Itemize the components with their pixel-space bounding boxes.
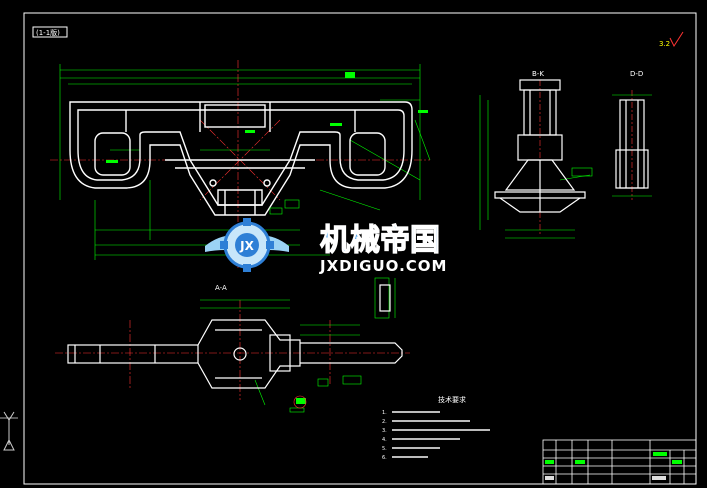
section-a-label: A-A [215,284,227,292]
gear-logo-icon: JX [205,218,289,272]
watermark: JX 机械帝国 JXDIGUO.COM [205,218,447,275]
section-a-view: A-A [55,277,410,413]
note-line: 2. [382,419,387,425]
left-marker-icon [3,411,15,451]
drawing-tag: (1-1版) [36,28,60,37]
note-line: 1. [382,410,387,416]
note-line: 5. [382,446,387,452]
front-view-outline [69,101,413,216]
watermark-cn: 机械帝国 [320,223,440,258]
note-line: 3. [382,428,387,434]
technical-notes: 技术要求 1. 2. 3. 4. 5. 6. [382,395,490,461]
drawing-frame [0,12,697,485]
section-b-view: B-K [479,70,593,239]
section-b-label: B-K [532,70,544,78]
title-block [542,439,697,485]
watermark-en: JXDIGUO.COM [319,257,447,275]
roughness-symbol-icon: 3.2 [659,31,684,48]
note-line: 6. [382,455,387,461]
badge-text: JX [239,239,254,253]
section-d-view: D-D [612,70,652,200]
tag-box [32,26,68,38]
section-d-label: D-D [630,70,643,78]
note-line: 4. [382,437,387,443]
section-a-outline [67,284,403,389]
roughness-value: 3.2 [659,40,670,48]
notes-title: 技术要求 [438,395,466,404]
